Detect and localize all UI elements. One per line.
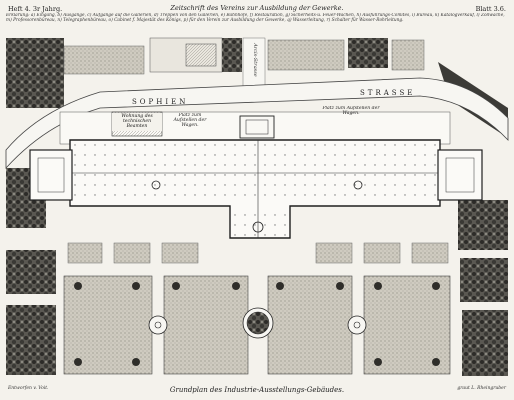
parking-label-right-box: Platz zum Aufstellen der Wagen. (322, 106, 380, 117)
arcis-label: Arcis-Strasse (252, 42, 258, 77)
hedge-block (161, 242, 199, 264)
west-wing (29, 149, 73, 201)
tree-grove-left-bottom (6, 305, 56, 375)
tree-grove-right-bottom (462, 310, 508, 376)
lawn-2 (163, 275, 249, 375)
round-plaza-east (347, 315, 367, 335)
draftsman-credit: Entworfen v. Voit. (7, 385, 49, 391)
entrance-hall (245, 119, 269, 135)
tree-grove-right-lower (460, 258, 508, 302)
tree-grove-top-right (348, 38, 388, 68)
hedge-block (363, 242, 401, 264)
plan-title: Grundplan des Industrie-Ausstellungs-Geb… (170, 386, 344, 394)
parking-label-left: Platz zum Aufstellen der Wagen. (173, 113, 207, 129)
fountain-south (252, 221, 264, 233)
round-plaza-west (148, 315, 168, 335)
east-wing (437, 149, 483, 201)
tree (132, 282, 140, 290)
tree (74, 358, 82, 366)
east-wing-rooms (445, 157, 475, 193)
sheet-number: Blatt 3.6. (476, 5, 506, 13)
tree (172, 282, 180, 290)
lawn-3 (267, 275, 353, 375)
parking-label-left-box: Platz zum Aufstellen der Wagen. (173, 113, 207, 129)
hedge-block (67, 242, 103, 264)
fountain-west (151, 180, 161, 190)
residence-label: Wohnung des technischen Beamten (112, 113, 162, 131)
tree (374, 282, 382, 290)
plaza-fountain-east (353, 321, 361, 329)
tree-strip (222, 38, 242, 72)
journal-title: Zeitschrift des Vereins zur Ausbildung d… (169, 4, 343, 12)
tree-grove-right (458, 200, 508, 250)
engraver-credit: graut L. Rheingruber (457, 385, 506, 391)
legend-text: Erklärung: a) Eingang, b) Ausgänge, c) A… (6, 13, 505, 23)
building-block (185, 43, 217, 67)
plate-number: Heft 4. 3r Jahrg. (8, 5, 62, 13)
garden-bed-top-right (267, 39, 345, 71)
hedge-block (315, 242, 353, 264)
tree-grove-top-left (6, 38, 64, 108)
garden-bed-right (391, 39, 425, 71)
tree-grove-left-lower (6, 250, 56, 294)
tree (74, 282, 82, 290)
central-tree-ring (246, 311, 270, 335)
street-label-sophien: SOPHIEN (132, 98, 188, 106)
residence-label-box: Wohnung des technischen Beamten (112, 113, 162, 131)
tree (432, 282, 440, 290)
tree (132, 358, 140, 366)
parking-label-right: Platz zum Aufstellen der Wagen. (322, 106, 380, 117)
hedge-block (411, 242, 449, 264)
tree (336, 282, 344, 290)
tree (276, 282, 284, 290)
west-wing-rooms (37, 157, 65, 193)
column-grid-south (232, 206, 288, 236)
entrance-pavilion (239, 115, 275, 139)
hedge-block (113, 242, 151, 264)
tree (232, 282, 240, 290)
tree (432, 358, 440, 366)
fountain-east (353, 180, 363, 190)
tree (374, 358, 382, 366)
plaza-fountain-west (154, 321, 162, 329)
garden-bed-top (63, 45, 145, 75)
legend: Erklärung: a) Eingang, b) Ausgänge, c) A… (6, 13, 505, 23)
street-label-strasse: STRASSE (360, 89, 415, 97)
lawn-1 (63, 275, 153, 375)
